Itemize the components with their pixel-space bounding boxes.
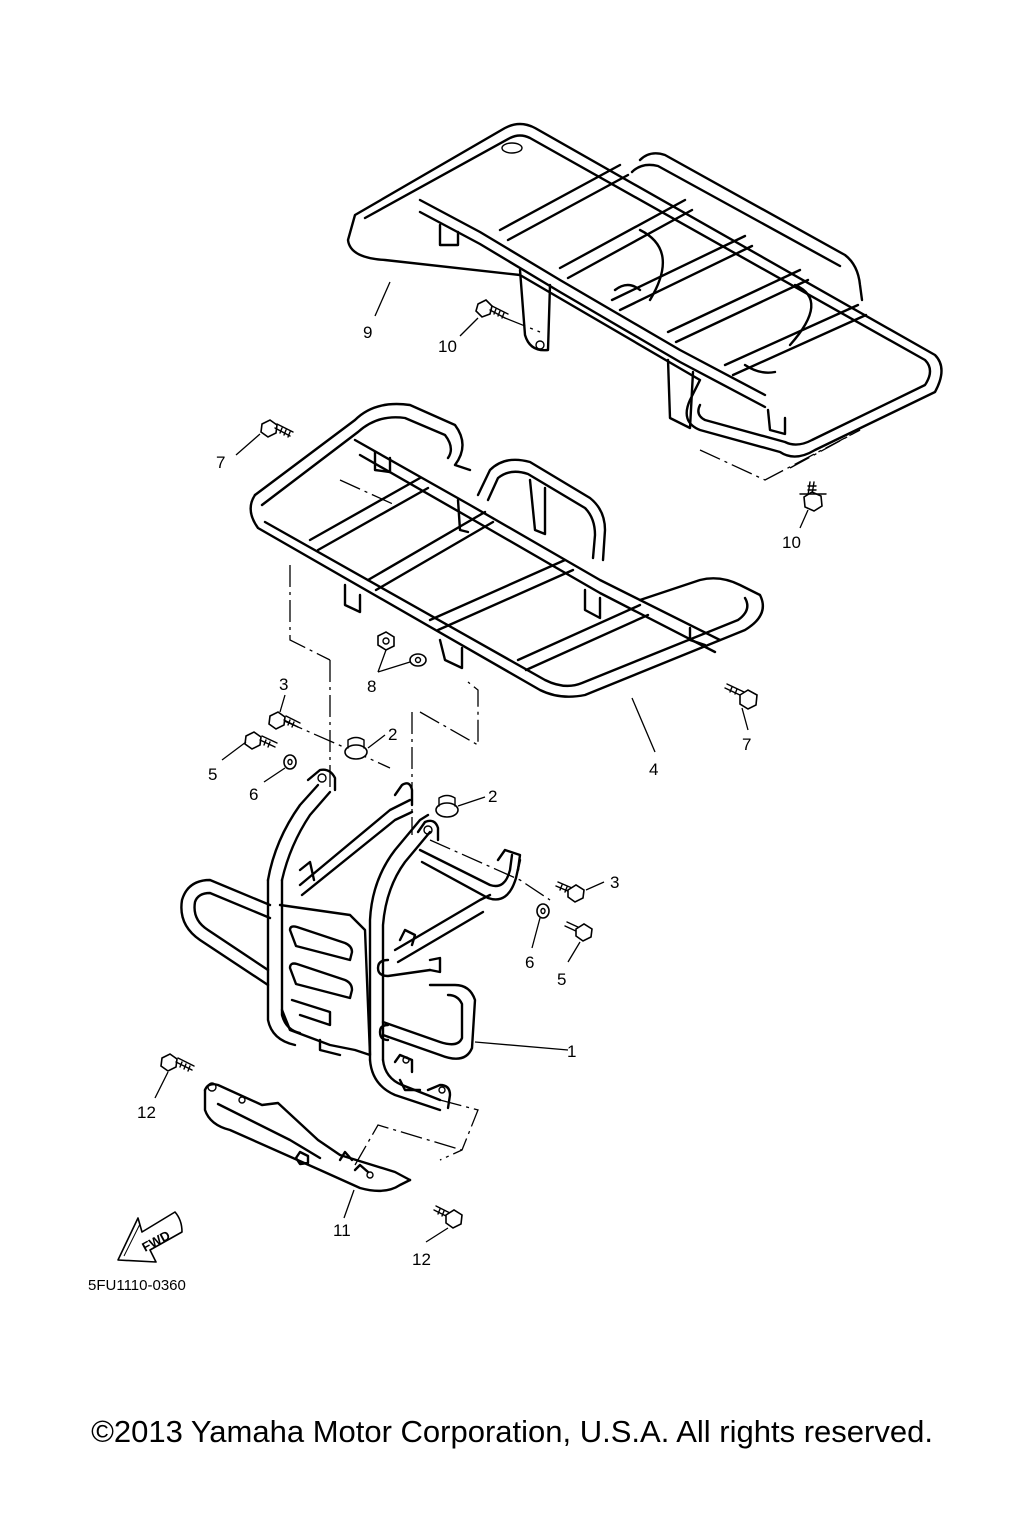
bolt-part-10-upper[interactable] — [475, 299, 541, 333]
callout-7-upper: 7 — [216, 453, 225, 472]
mount-line — [439, 1099, 479, 1161]
bolt-part-5-upper[interactable] — [244, 731, 278, 750]
bolt-part-10-lower[interactable] — [799, 481, 827, 512]
callout-6-upper: 6 — [249, 785, 258, 804]
bolt-part-12-lower[interactable] — [433, 1205, 463, 1229]
grommet-part-2-upper[interactable] — [344, 736, 368, 760]
callout-2-upper: 2 — [388, 725, 397, 744]
callout-labels: 9 10 7 10 8 3 2 5 6 2 4 7 3 6 5 1 12 11 … — [137, 323, 801, 1269]
grommet-part-2-lower[interactable] — [435, 794, 459, 818]
bolt-part-7-upper[interactable] — [260, 419, 294, 438]
callout-3-lower: 3 — [610, 873, 619, 892]
callout-2-lower: 2 — [488, 787, 497, 806]
callout-6-lower: 6 — [525, 953, 534, 972]
front-guard-part-1[interactable] — [180, 768, 522, 1112]
washer-part-6-lower[interactable] — [536, 903, 550, 919]
bolt-part-3-upper[interactable] — [268, 711, 301, 730]
callout-3-upper: 3 — [279, 675, 288, 694]
mount-line — [429, 839, 551, 901]
copyright-notice: ©2013 Yamaha Motor Corporation, U.S.A. A… — [91, 1414, 933, 1449]
callout-9: 9 — [363, 323, 372, 342]
rear-carrier-part-9[interactable] — [346, 122, 943, 481]
bolt-part-5-lower[interactable] — [564, 921, 593, 942]
guard-bracket-part-11[interactable] — [203, 1082, 463, 1193]
front-carrier-part-4[interactable] — [249, 402, 861, 747]
callout-10-lower: 10 — [782, 533, 801, 552]
callout-11: 11 — [333, 1221, 351, 1240]
nut-part-8[interactable] — [377, 631, 427, 667]
bolt-part-7-lower[interactable] — [724, 683, 758, 710]
callout-1: 1 — [567, 1042, 576, 1061]
bolt-part-3-lower[interactable] — [555, 881, 585, 903]
callout-5-lower: 5 — [557, 970, 566, 989]
callout-7-lower: 7 — [742, 735, 751, 754]
drawing-code: 5FU1110-0360 — [88, 1277, 186, 1294]
callout-8: 8 — [367, 677, 376, 696]
callout-5-upper: 5 — [208, 765, 217, 784]
callout-12-upper: 12 — [137, 1103, 156, 1122]
callout-4: 4 — [649, 760, 658, 779]
callout-12-lower: 12 — [412, 1250, 431, 1269]
callout-10-upper: 10 — [438, 337, 457, 356]
bolt-part-12-upper[interactable] — [160, 1053, 195, 1072]
leader-lines — [154, 281, 809, 1243]
fwd-arrow-icon: FWD — [117, 1211, 183, 1263]
washer-part-6-upper[interactable] — [283, 754, 297, 770]
